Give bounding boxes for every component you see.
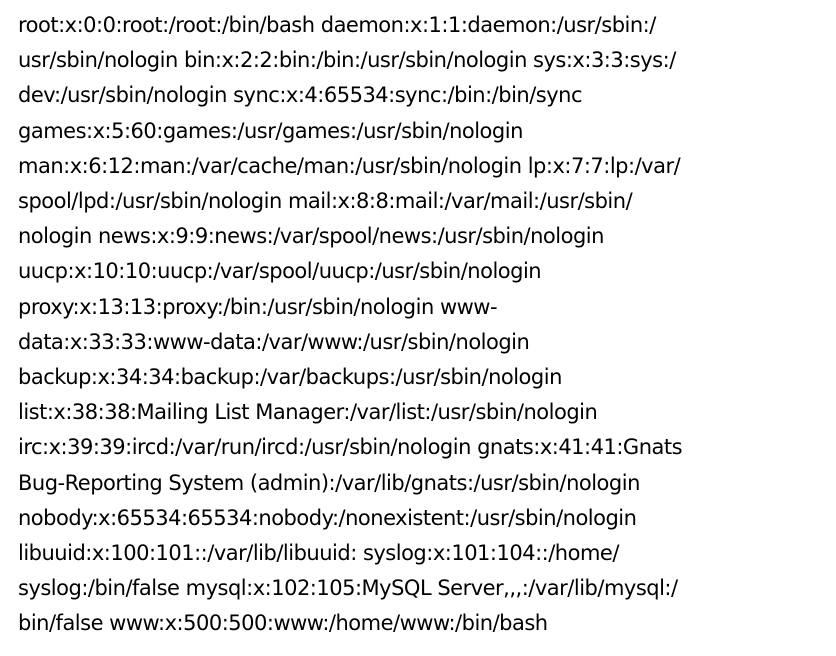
- text-line: nobody:x:65534:65534:nobody:/nonexistent…: [18, 505, 637, 530]
- text-line: irc:x:39:39:ircd:/var/run/ircd:/usr/sbin…: [18, 435, 683, 460]
- text-line: games:x:5:60:games:/usr/games:/usr/sbin/…: [18, 118, 523, 143]
- text-line: root:x:0:0:root:/root:/bin/bash daemon:x…: [18, 13, 656, 37]
- text-line: dev:/usr/sbin/nologin sync:x:4:65534:syn…: [18, 83, 583, 108]
- text-line: libuuid:x:100:101::/var/lib/libuuid: sys…: [18, 541, 619, 566]
- text-line: bin/false www:x:500:500:www:/home/www:/b…: [18, 611, 548, 636]
- text-line: proxy:x:13:13:proxy:/bin:/usr/sbin/nolog…: [18, 294, 498, 319]
- text-line: data:x:33:33:www-data:/var/www:/usr/sbin…: [18, 329, 530, 354]
- text-line: uucp:x:10:10:uucp:/var/spool/uucp:/usr/s…: [18, 259, 542, 284]
- text-line: backup:x:34:34:backup:/var/backups:/usr/…: [18, 365, 562, 390]
- text-line: list:x:38:38:Mailing List Manager:/var/l…: [18, 400, 598, 425]
- text-line: man:x:6:12:man:/var/cache/man:/usr/sbin/…: [18, 153, 681, 178]
- text-line: spool/lpd:/usr/sbin/nologin mail:x:8:8:m…: [18, 189, 633, 214]
- text-line: usr/sbin/nologin bin:x:2:2:bin:/bin:/usr…: [18, 48, 676, 73]
- text-line: nologin news:x:9:9:news:/var/spool/news:…: [18, 224, 604, 249]
- text-line: syslog:/bin/false mysql:x:102:105:MySQL …: [18, 576, 678, 601]
- passwd-text-block: root:x:0:0:root:/root:/bin/bash daemon:x…: [18, 8, 818, 642]
- text-line: Bug-Reporting System (admin):/var/lib/gn…: [18, 470, 640, 495]
